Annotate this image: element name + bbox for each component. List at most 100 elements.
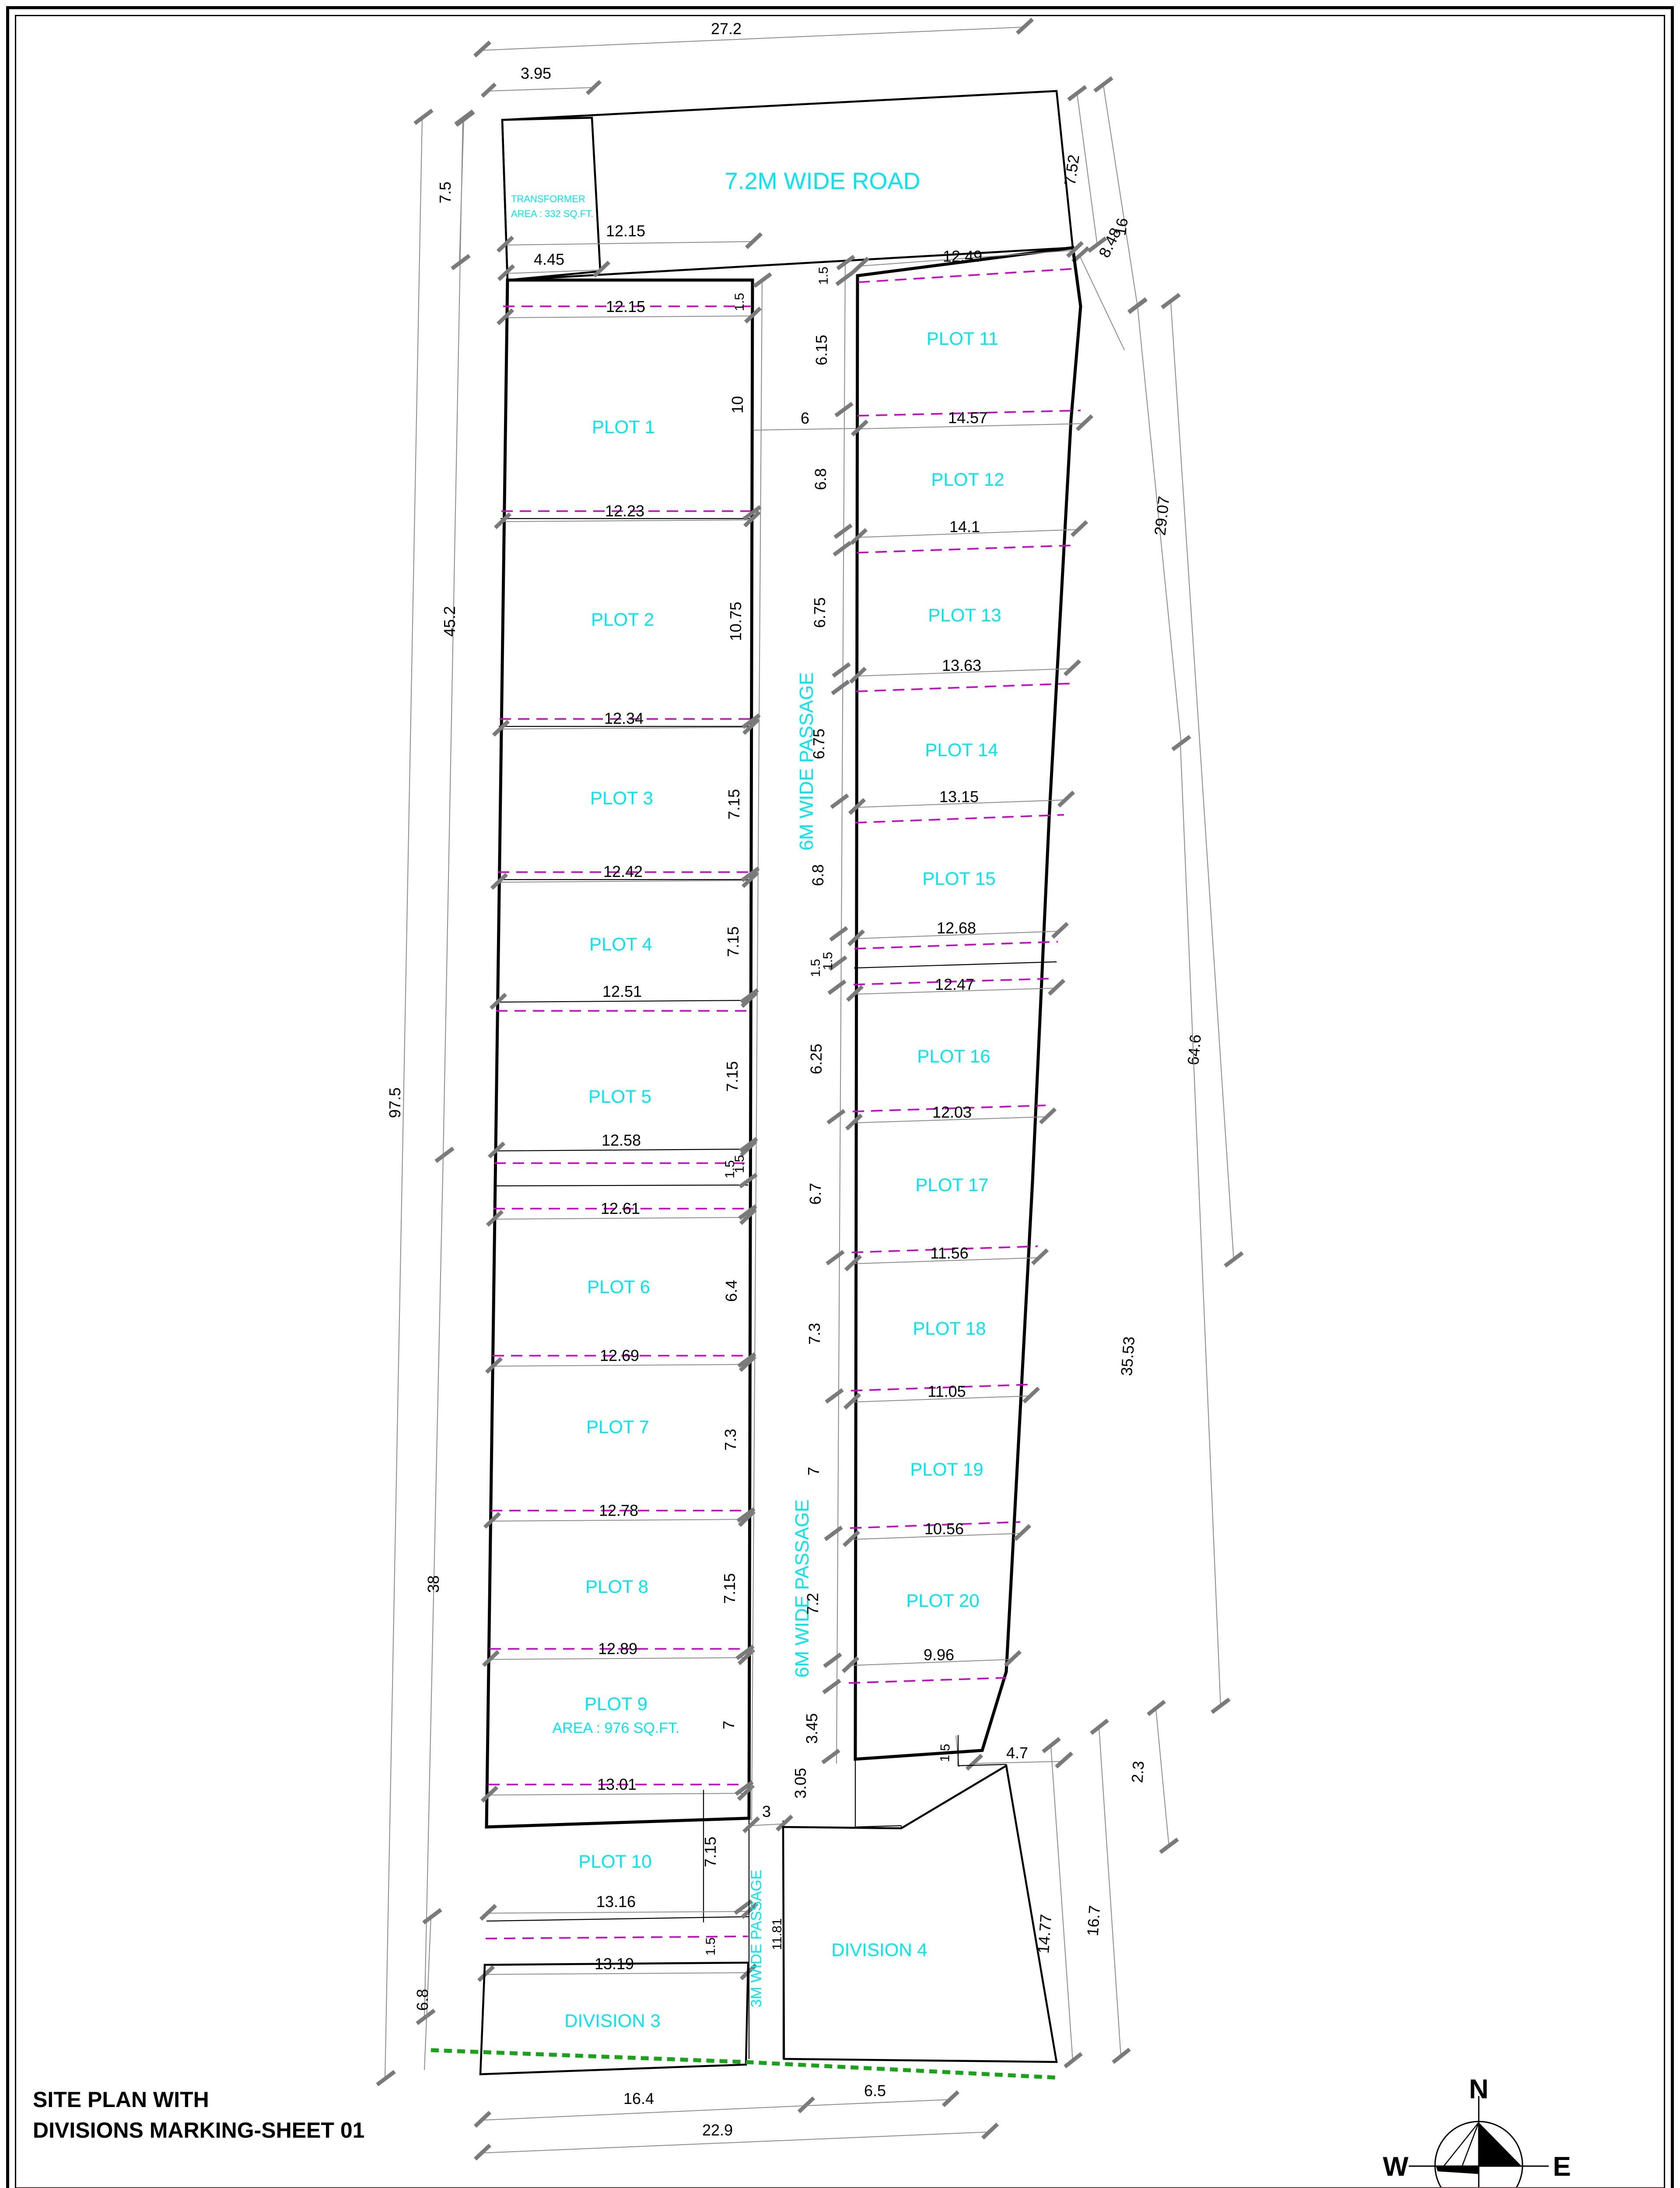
plot-row-7[interactable]: PLOT 7 12.78 [483, 1417, 756, 1529]
dim-bottom-6-5: 6.5 [805, 2082, 960, 2107]
dim-value: 6.5 [864, 2082, 886, 2100]
dim-value: 97.5 [386, 1087, 404, 1118]
plot-row-11[interactable]: 12.49 PLOT 11 14.57 [850, 241, 1094, 437]
plot-label: PLOT 11 [927, 328, 998, 349]
dim-value: 12.51 [602, 982, 642, 1000]
dim-value: 6.8 [812, 468, 830, 490]
dim-value: 12.61 [601, 1199, 640, 1217]
plot-label: PLOT 1 [592, 417, 655, 437]
plot-row-16[interactable]: 12.47 PLOT 16 12.03 [845, 975, 1066, 1131]
dim-value: 6.15 [812, 335, 830, 365]
dim-value: 10.75 [727, 602, 745, 641]
dim-right-2-3: 2.3 [1128, 1700, 1179, 1854]
plot-row-19[interactable]: PLOT 19 10.56 [842, 1459, 1032, 1547]
sheet-title-line2: DIVISIONS MARKING-SHEET 01 [33, 2118, 364, 2142]
dim-value: 7 [805, 1467, 822, 1476]
dim-value: 12.03 [932, 1103, 972, 1121]
dim-value: 13.15 [939, 788, 979, 806]
dim-value: 7.3 [721, 1429, 739, 1451]
dim-value: 1.5 [816, 266, 831, 285]
dim-value: 1.5 [732, 293, 747, 311]
compass-west-label: W [1383, 2152, 1409, 2182]
dim-value: 7.2 [804, 1593, 822, 1615]
plot-row-17[interactable]: PLOT 17 11.56 [844, 1175, 1049, 1272]
site-south-boundary [430, 2048, 1059, 2080]
dim-value: 3.45 [803, 1713, 821, 1744]
setback-strip-mid [494, 1162, 749, 1210]
dim-right-14-77: 14.77 [1034, 1737, 1083, 2069]
dim-value: 1.5 [821, 952, 835, 970]
passage-label-lower: 6M WIDE PASSAGE [791, 1499, 813, 1678]
dim-value: 7.15 [725, 789, 743, 820]
dim-value: 7.15 [723, 1061, 741, 1092]
plot-row-18[interactable]: PLOT 18 11.05 [843, 1318, 1040, 1410]
plot-row-10[interactable]: PLOT 10 13.16 13.19 [477, 1790, 759, 1982]
dim-value: 12.58 [602, 1131, 641, 1149]
dim-value: 13.01 [597, 1775, 637, 1793]
dim-value: 12.68 [937, 919, 976, 937]
division-4-area[interactable]: DIVISION 4 [782, 1764, 1058, 2063]
dim-value: 12.47 [935, 975, 974, 993]
passage-corridor: 6M WIDE PASSAGE 6M WIDE PASSAGE [791, 672, 817, 1678]
plot-row-6[interactable]: 12.61 PLOT 6 12.69 [485, 1199, 757, 1374]
dim-value: 4.7 [1006, 1744, 1028, 1762]
plot-label: PLOT 15 [922, 868, 995, 889]
passage-label-upper: 6M WIDE PASSAGE [796, 672, 817, 851]
plot-label: PLOT 9 [584, 1694, 648, 1714]
plot-row-13[interactable]: PLOT 13 13.63 [849, 605, 1082, 692]
dim-overall-top: 27.2 [473, 18, 1034, 58]
dim-value: 22.9 [702, 2121, 733, 2139]
passage-3m: 3M WIDE PASSAGE 11.81 3 [742, 1802, 794, 2059]
sheet-border-outer [6, 6, 1674, 2188]
dim-transformer-4-45: 4.45 [497, 250, 611, 281]
plot-label: PLOT 13 [928, 605, 1001, 625]
dim-value: 35.53 [1117, 1336, 1138, 1377]
dim-value: 16 [1111, 217, 1131, 237]
dim-right-4-7: 4.7 [965, 1744, 1073, 1771]
dim-value: 12.34 [604, 709, 644, 727]
division-label: DIVISION 3 [564, 2010, 660, 2031]
plot-area-label: AREA : 976 SQ.FT. [552, 1720, 679, 1736]
plot-label: PLOT 20 [906, 1590, 979, 1611]
division-3-area[interactable]: DIVISION 3 [479, 1961, 749, 2076]
plot-row-3[interactable]: 12.34 PLOT 3 [492, 709, 760, 880]
dim-right-35-53: 35.53 [1117, 743, 1231, 1714]
plot-row-1[interactable]: 12.15 PLOT 1 [496, 298, 762, 519]
dim-passage-6: 6 [753, 409, 858, 431]
dim-value: 4.45 [534, 250, 564, 268]
dim-overall-left-97: 97.5 [376, 109, 434, 2086]
plot-row-20[interactable]: PLOT 20 9.96 [841, 1590, 1022, 1684]
plot-label: PLOT 12 [931, 469, 1004, 490]
dim-value: 6 [801, 409, 809, 427]
dim-value: 7.5 [436, 182, 454, 203]
dim-value: 64.6 [1184, 1034, 1204, 1066]
dim-value: 11.81 [770, 1918, 784, 1950]
dim-value: 12.78 [599, 1501, 638, 1519]
compass-east-label: E [1553, 2152, 1571, 2182]
dim-value: 29.07 [1151, 495, 1172, 536]
plot-row-12[interactable]: PLOT 12 14.1 [850, 469, 1088, 554]
plot-row-9[interactable]: PLOT 9 AREA : 976 SQ.FT. 13.01 [480, 1694, 755, 1803]
plot-row-14[interactable]: PLOT 14 13.15 [848, 740, 1075, 824]
plot-row-2[interactable]: 12.23 PLOT 2 [494, 502, 761, 727]
compass-rose: N E S W [1383, 2074, 1571, 2188]
dim-right-29-07: 29.07 [1127, 297, 1191, 751]
dim-value: 3 [762, 1802, 771, 1820]
compass-north-label: N [1469, 2074, 1489, 2104]
plot-row-15[interactable]: PLOT 15 12.68 [847, 868, 1069, 985]
plot-label: PLOT 10 [578, 1851, 651, 1872]
plot-row-8[interactable]: PLOT 8 12.89 [482, 1576, 756, 1667]
dim-left-bottom-6-8: 6.8 [413, 1908, 442, 2070]
dim-value: 45.2 [441, 606, 458, 637]
dim-stack-right-passage: 1.5 6.15 6.8 6.75 6.75 6.8 1.5 1.5 6.25 … [791, 255, 855, 1799]
dim-value: 12.49 [943, 247, 982, 265]
plot-label: PLOT 18 [913, 1318, 986, 1339]
dim-value: 10 [728, 396, 746, 414]
plot-label: PLOT 19 [910, 1459, 983, 1480]
plot-label: PLOT 17 [915, 1175, 988, 1195]
plot-row-5[interactable]: PLOT 5 12.58 [487, 1010, 758, 1159]
plot-label: PLOT 4 [589, 934, 652, 954]
plot-row-4[interactable]: 12.42 PLOT 4 12.51 [489, 863, 760, 1010]
dim-value: 7 [720, 1721, 738, 1729]
